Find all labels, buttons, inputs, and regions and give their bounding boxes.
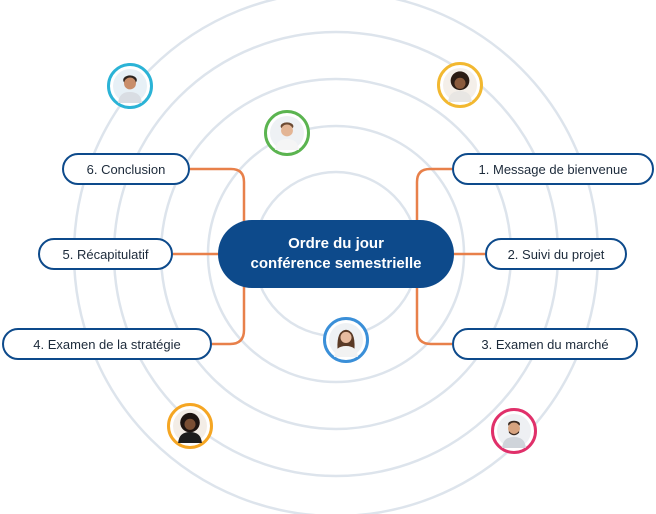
person-icon	[443, 68, 477, 102]
topic-suivi-projet[interactable]: 2. Suivi du projet	[485, 238, 627, 270]
avatar-top-left	[107, 63, 153, 109]
connector-strategie	[212, 286, 246, 346]
avatar-bottom-right	[491, 408, 537, 454]
person-icon	[329, 323, 363, 357]
avatar-upper-center	[264, 110, 310, 156]
avatar-top-right	[437, 62, 483, 108]
person-icon	[173, 409, 207, 443]
connector-bienvenue	[415, 167, 452, 222]
topic-examen-marche[interactable]: 3. Examen du marché	[452, 328, 638, 360]
avatar-bottom-left	[167, 403, 213, 449]
center-title-line2: conférence semestrielle	[250, 255, 422, 272]
person-icon	[270, 116, 304, 150]
connector-marche	[415, 286, 452, 346]
person-icon	[113, 69, 147, 103]
agenda-center-node: Ordre du jour conférence semestrielle	[218, 220, 454, 288]
topic-examen-strategie[interactable]: 4. Examen de la stratégie	[2, 328, 212, 360]
topic-recapitulatif[interactable]: 5. Récapitulatif	[38, 238, 173, 270]
topic-bienvenue[interactable]: 1. Message de bienvenue	[452, 153, 654, 185]
person-icon	[497, 414, 531, 448]
connectors	[173, 167, 485, 346]
connector-conclusion	[190, 167, 246, 222]
topic-conclusion[interactable]: 6. Conclusion	[62, 153, 190, 185]
avatar-lower-center	[323, 317, 369, 363]
center-title-line1: Ordre du jour	[288, 235, 384, 252]
